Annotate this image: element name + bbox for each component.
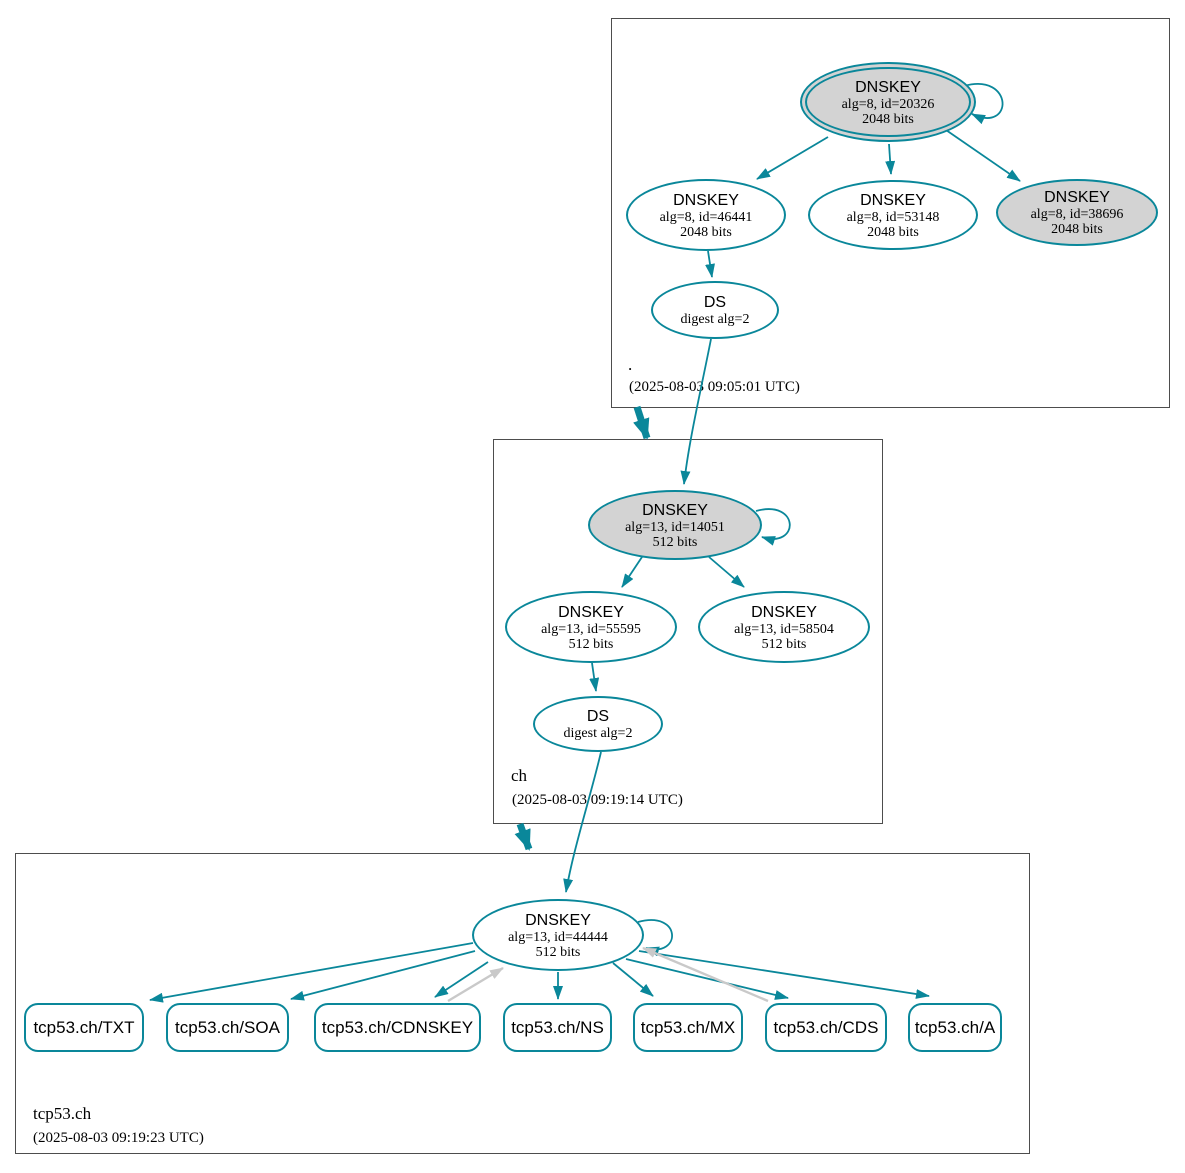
node-detail: alg=13, id=44444 [508,929,608,945]
node-detail: 2048 bits [680,224,732,240]
node-detail: 2048 bits [862,111,914,127]
dnskey-node-root-ksk-20326[interactable]: DNSKEY alg=8, id=20326 2048 bits [800,62,976,142]
edge-delegation-root-to-ch [633,405,651,440]
edge-ch-ksk-to-zsk-55595 [621,556,643,588]
edge-ch-ksk-selfsign [755,508,791,546]
ds-node-root[interactable]: DS digest alg=2 [651,281,779,339]
node-detail: alg=13, id=55595 [541,621,641,637]
edge-dnskey-to-cdnskey [434,961,489,998]
edge-delegation-ch-to-tcp53 [514,822,533,851]
node-title: DS [703,294,727,311]
node-title: DS [586,708,610,725]
node-title: DNSKEY [673,191,739,209]
node-detail: alg=13, id=14051 [625,519,725,535]
rrset-label: tcp53.ch/NS [511,1017,604,1037]
edge-root-ksk-to-zsk-46441 [756,136,829,180]
node-title: DNSKEY [642,501,708,519]
dnskey-node-ch-zsk-58504[interactable]: DNSKEY alg=13, id=58504 512 bits [698,591,870,663]
zone-timestamp-tcp53-ch: (2025-08-03 09:19:23 UTC) [33,1130,204,1146]
dnskey-node-root-zsk-38696[interactable]: DNSKEY alg=8, id=38696 2048 bits [996,179,1158,246]
edge-cdnskey-to-dnskey-gray [447,966,504,1003]
rrset-label: tcp53.ch/CDS [773,1017,879,1037]
dnskey-node-ch-zsk-55595[interactable]: DNSKEY alg=13, id=55595 512 bits [505,591,677,663]
dnskey-node-ch-ksk-14051[interactable]: DNSKEY alg=13, id=14051 512 bits [588,490,762,560]
node-title: DNSKEY [860,191,926,209]
edge-zsk-55595-to-ds [589,662,600,692]
dnskey-node-root-zsk-53148[interactable]: DNSKEY alg=8, id=53148 2048 bits [808,180,978,250]
rrset-label: tcp53.ch/SOA [175,1017,280,1037]
node-title: DNSKEY [855,78,921,96]
edge-root-ksk-to-zsk-53148 [885,143,896,175]
zone-name-tcp53-ch: tcp53.ch [33,1104,92,1123]
node-detail: 512 bits [535,944,581,960]
zone-name-ch: ch [511,766,528,785]
edge-root-ksk-to-zsk-38696 [945,129,1021,182]
edge-dnskey-to-txt [149,942,474,1003]
node-title: DNSKEY [751,603,817,621]
edge-ch-ksk-to-zsk-58504 [708,556,745,588]
rrset-node-tcp53-ch-a[interactable]: tcp53.ch/A [908,1003,1002,1052]
dnskey-node-tcp53-44444[interactable]: DNSKEY alg=13, id=44444 512 bits [472,899,644,971]
rrset-node-tcp53-ch-soa[interactable]: tcp53.ch/SOA [166,1003,289,1052]
zone-timestamp-ch: (2025-08-03 09:19:14 UTC) [512,792,683,808]
node-detail: 512 bits [652,534,698,550]
rrset-label: tcp53.ch/MX [640,1017,736,1037]
node-detail: alg=8, id=38696 [1030,207,1124,222]
node-title: DNSKEY [558,603,624,621]
ds-node-ch[interactable]: DS digest alg=2 [533,696,663,752]
node-detail: 2048 bits [1051,222,1103,237]
zone-name-root: . [628,355,633,374]
rrset-node-tcp53-ch-cds[interactable]: tcp53.ch/CDS [765,1003,887,1052]
edge-dnskey-to-a [638,950,930,999]
rrset-label: tcp53.ch/A [914,1017,996,1037]
zone-timestamp-root: (2025-08-03 09:05:01 UTC) [629,379,800,395]
rrset-label: tcp53.ch/TXT [33,1017,135,1037]
edge-dnskey-to-cds [625,958,789,1000]
node-detail: alg=13, id=58504 [734,621,834,637]
edge-cds-to-dnskey-gray [642,946,769,1003]
edge-dnskey-to-soa [290,950,476,1001]
edge-root-ds-to-ch-ksk [680,338,712,485]
node-detail: alg=8, id=46441 [659,209,753,225]
rrset-node-tcp53-ch-cdnskey[interactable]: tcp53.ch/CDNSKEY [314,1003,481,1052]
node-detail: 512 bits [568,636,614,652]
node-title: DNSKEY [1044,189,1110,206]
dnskey-node-root-zsk-46441[interactable]: DNSKEY alg=8, id=46441 2048 bits [626,179,786,251]
rrset-node-tcp53-ch-mx[interactable]: tcp53.ch/MX [633,1003,743,1052]
node-detail: alg=8, id=53148 [846,209,940,225]
rrset-label: tcp53.ch/CDNSKEY [321,1017,474,1037]
edge-zsk-46441-to-ds [705,250,715,278]
edge-dnskey-to-mx [612,962,654,997]
edge-root-ksk-selfsign [963,83,1004,125]
rrset-node-tcp53-ch-ns[interactable]: tcp53.ch/NS [503,1003,612,1052]
node-detail: 512 bits [761,636,807,652]
node-detail: digest alg=2 [680,312,750,327]
node-detail: alg=8, id=20326 [841,96,935,112]
rrset-node-tcp53-ch-txt[interactable]: tcp53.ch/TXT [24,1003,144,1052]
node-detail: 2048 bits [867,224,919,240]
node-title: DNSKEY [525,911,591,929]
edge-ch-ds-to-tcp53-dnskey [563,751,602,893]
node-detail: digest alg=2 [563,726,633,741]
